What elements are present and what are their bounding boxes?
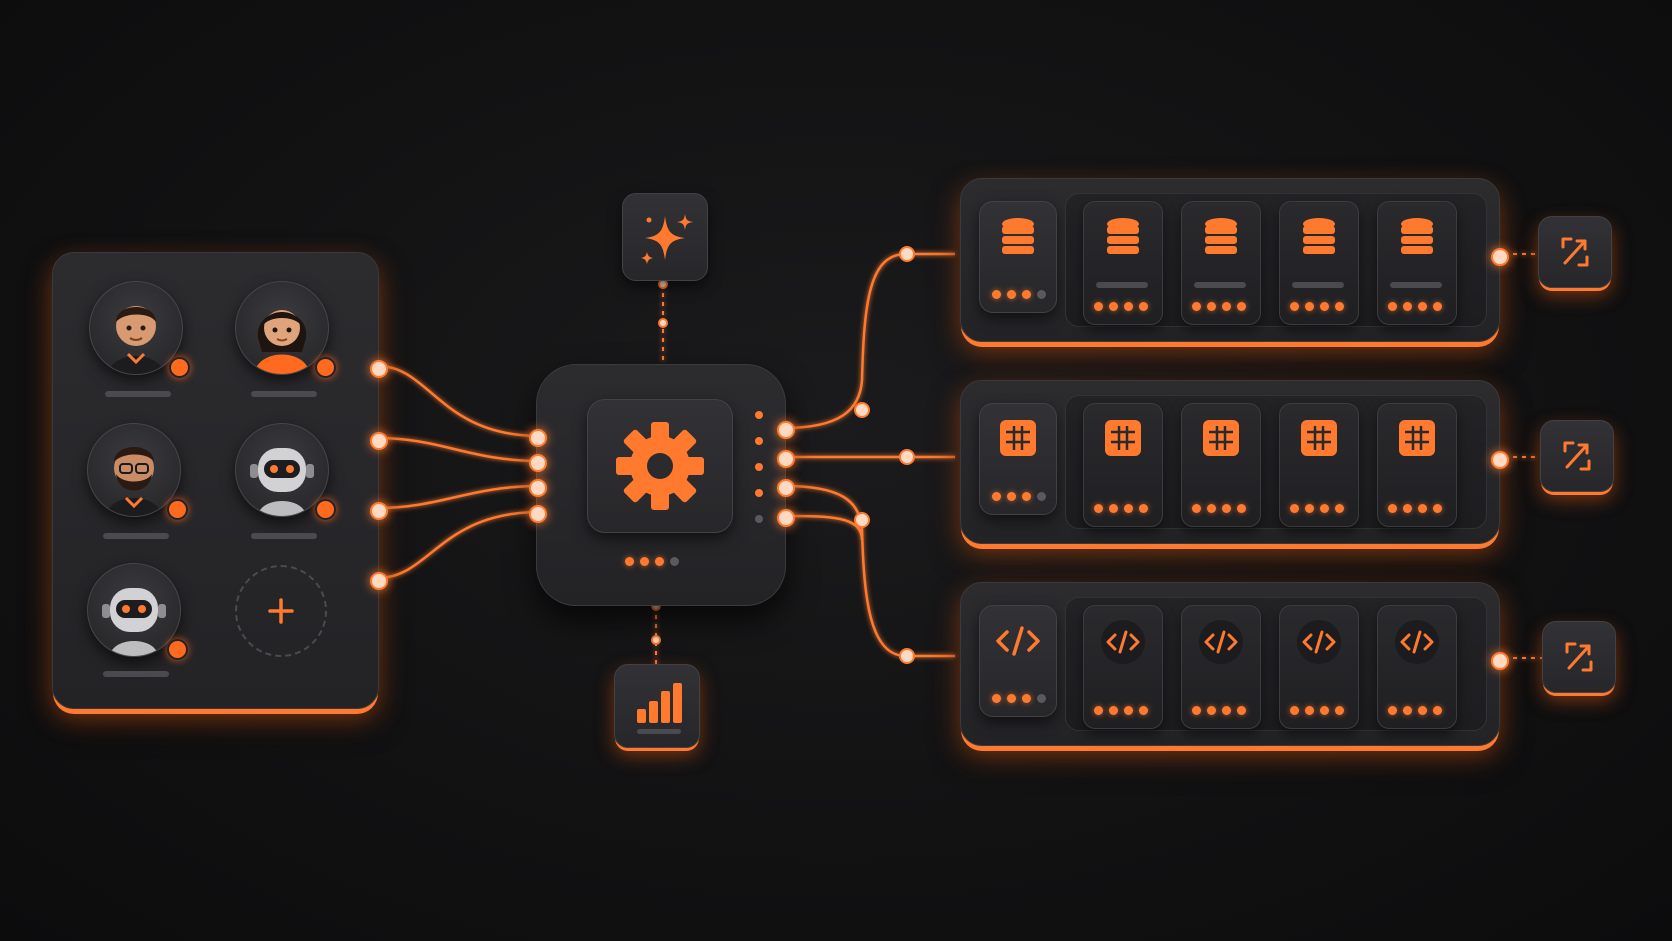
database-icon bbox=[1002, 218, 1034, 254]
database-card[interactable] bbox=[1279, 201, 1359, 325]
processing-hub bbox=[529, 364, 795, 606]
bar-chart-icon bbox=[637, 683, 682, 734]
table-row bbox=[960, 380, 1509, 544]
person-avatar-icon bbox=[106, 447, 162, 516]
expand-row-2-button[interactable] bbox=[1540, 420, 1614, 492]
robot-avatar-icon bbox=[250, 448, 314, 516]
code-brackets-icon bbox=[1101, 620, 1145, 664]
table-grid-icon bbox=[1301, 420, 1337, 456]
code-brackets-icon bbox=[996, 626, 1040, 656]
database-card[interactable] bbox=[1083, 201, 1163, 325]
status-indicator bbox=[167, 639, 188, 660]
status-indicator bbox=[169, 357, 190, 378]
analytics-node[interactable] bbox=[614, 664, 700, 748]
code-card[interactable] bbox=[1181, 605, 1261, 729]
code-brackets-icon bbox=[1297, 620, 1341, 664]
add-member-button[interactable] bbox=[235, 565, 327, 657]
output-port[interactable] bbox=[370, 572, 388, 590]
input-port[interactable] bbox=[529, 454, 547, 472]
table-grid-icon bbox=[1105, 420, 1141, 456]
database-card[interactable] bbox=[1181, 201, 1261, 325]
user-avatar-3[interactable] bbox=[87, 423, 181, 517]
database-icon bbox=[1303, 218, 1335, 254]
database-icon bbox=[1107, 218, 1139, 254]
code-card[interactable] bbox=[1377, 605, 1457, 729]
table-grid-icon bbox=[1399, 420, 1435, 456]
ai-assist-node[interactable] bbox=[622, 193, 708, 281]
input-port[interactable] bbox=[529, 429, 547, 447]
person-avatar-icon bbox=[254, 310, 310, 374]
table-grid-icon bbox=[1000, 420, 1036, 456]
database-card[interactable] bbox=[1377, 201, 1457, 325]
code-card[interactable] bbox=[1083, 605, 1163, 729]
expand-arrows-icon bbox=[1561, 237, 1589, 267]
table-grid-icon bbox=[1203, 420, 1239, 456]
wire-users-hub-3 bbox=[377, 484, 541, 510]
code-card[interactable] bbox=[1279, 605, 1359, 729]
wire-hub-row-1 bbox=[783, 252, 955, 430]
output-port[interactable] bbox=[1491, 248, 1509, 266]
wire-hub-row-3 bbox=[783, 484, 955, 658]
user-avatar-2[interactable] bbox=[235, 281, 329, 375]
expand-row-3-button[interactable] bbox=[1542, 621, 1616, 693]
code-brackets-icon bbox=[1199, 620, 1243, 664]
input-port[interactable] bbox=[529, 505, 547, 523]
user-avatar-1[interactable] bbox=[89, 281, 183, 375]
table-card[interactable] bbox=[1279, 403, 1359, 527]
database-row bbox=[960, 178, 1509, 342]
name-placeholder bbox=[105, 391, 171, 397]
code-row bbox=[960, 582, 1509, 746]
input-port[interactable] bbox=[529, 479, 547, 497]
row-source-card[interactable] bbox=[979, 605, 1057, 717]
status-indicator bbox=[315, 357, 336, 378]
users-panel bbox=[52, 252, 388, 709]
person-avatar-icon bbox=[108, 306, 164, 374]
row-source-card[interactable] bbox=[979, 201, 1057, 313]
hub-status-dots bbox=[625, 557, 679, 566]
name-placeholder bbox=[103, 671, 169, 677]
gear-icon bbox=[616, 422, 704, 510]
wire-hub-row-3b bbox=[783, 514, 864, 541]
output-port[interactable] bbox=[777, 450, 795, 468]
output-port[interactable] bbox=[777, 421, 795, 439]
wire-users-hub-1 bbox=[377, 364, 541, 438]
output-port[interactable] bbox=[370, 432, 388, 450]
sparkles-icon bbox=[641, 214, 693, 264]
name-placeholder bbox=[103, 533, 169, 539]
name-placeholder bbox=[251, 391, 317, 397]
status-indicator bbox=[167, 499, 188, 520]
expand-arrows-icon bbox=[1565, 642, 1593, 672]
wire-users-hub-2 bbox=[377, 436, 541, 463]
robot-avatar-icon bbox=[102, 588, 166, 656]
row-source-card[interactable] bbox=[979, 403, 1057, 515]
expand-arrows-icon bbox=[1563, 441, 1591, 471]
status-indicator bbox=[315, 499, 336, 520]
table-card[interactable] bbox=[1181, 403, 1261, 527]
output-port[interactable] bbox=[1491, 451, 1509, 469]
table-card[interactable] bbox=[1377, 403, 1457, 527]
code-brackets-icon bbox=[1395, 620, 1439, 664]
database-icon bbox=[1205, 218, 1237, 254]
output-port[interactable] bbox=[777, 479, 795, 497]
name-placeholder bbox=[251, 533, 317, 539]
output-port[interactable] bbox=[370, 360, 388, 378]
wire-users-hub-4 bbox=[377, 510, 541, 580]
user-avatar-4[interactable] bbox=[235, 423, 329, 517]
hub-core[interactable] bbox=[587, 399, 733, 533]
database-icon bbox=[1401, 218, 1433, 254]
plus-icon bbox=[268, 598, 294, 624]
output-port[interactable] bbox=[370, 502, 388, 520]
output-port[interactable] bbox=[1491, 652, 1509, 670]
expand-row-1-button[interactable] bbox=[1538, 216, 1612, 288]
table-card[interactable] bbox=[1083, 403, 1163, 527]
user-avatar-5[interactable] bbox=[87, 563, 181, 657]
output-port[interactable] bbox=[777, 509, 795, 527]
